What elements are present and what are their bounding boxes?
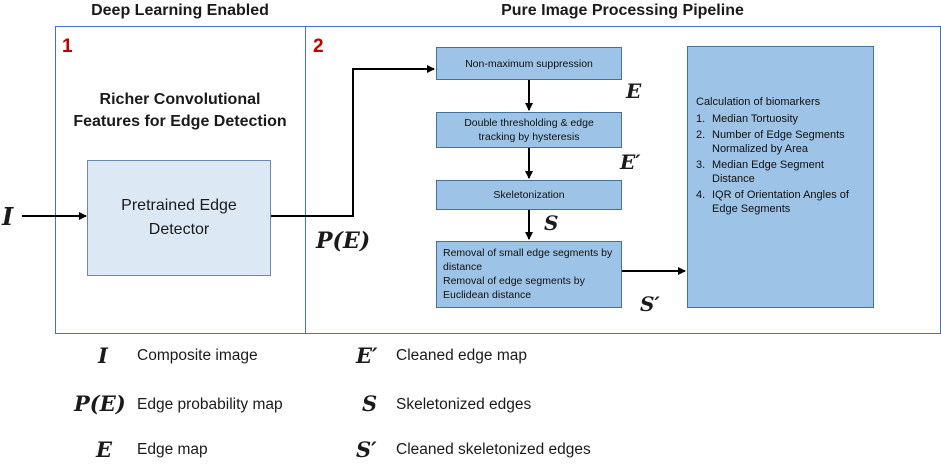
legend-symbol: S	[362, 391, 378, 416]
symbol-cleaned-skeleton-label: S′	[640, 292, 660, 316]
step-skeletonization: Skeletonization	[436, 180, 622, 210]
step-3-label: Skeletonization	[493, 189, 565, 201]
legend-text: Edge probability map	[137, 396, 283, 413]
symbol-skeleton-label: S	[544, 211, 559, 235]
step-4-label-line-1: Removal of small edge segments by distan…	[443, 247, 613, 273]
legend-symbol: P(E)	[74, 391, 126, 416]
step-2-label: Double thresholding & edge tracking by h…	[464, 117, 594, 143]
rcf-title: Richer Convolutional Features for Edge D…	[60, 89, 300, 133]
legend-symbol: E	[96, 437, 113, 462]
pipeline-title: Pure Image Processing Pipeline	[501, 2, 744, 19]
legend-text: Edge map	[137, 441, 208, 458]
pretrained-edge-detector-box: Pretrained Edge Detector	[87, 160, 271, 276]
symbol-input-label: I	[2, 202, 14, 231]
legend-symbol: I	[98, 343, 108, 368]
rcf-title-line-1: Richer Convolutional	[99, 91, 261, 108]
step-4-label-line-2: Removal of edge segments by Euclidean di…	[443, 275, 585, 301]
legend-text: Cleaned edge map	[396, 347, 527, 364]
step-1-label: Non-maximum suppression	[465, 57, 593, 70]
biomarker-item: 3.Median Edge Segment Distance	[696, 159, 824, 185]
deep-learning-title: Deep Learning Enabled	[91, 2, 269, 19]
panel-2-number: 2	[313, 36, 324, 57]
biomarkers-box: Calculation of biomarkers 1.Median Tortu…	[687, 46, 874, 308]
biomarkers-title: Calculation of biomarkers	[696, 96, 821, 108]
legend-text: Cleaned skeletonized edges	[396, 441, 591, 458]
step-removal-of-edge-segments: Removal of small edge segments by distan…	[436, 241, 622, 308]
pretrained-edge-detector-label: Pretrained Edge Detector	[121, 197, 237, 238]
panel-1-number: 1	[62, 36, 73, 57]
symbol-edge-map-label: E	[626, 79, 642, 103]
legend-text: Skeletonized edges	[396, 396, 532, 413]
rcf-title-line-2: Features for Edge Detection	[73, 113, 287, 130]
legend-symbol: S′	[356, 437, 377, 462]
biomarker-item: 2.Number of Edge Segments Normalized by …	[696, 129, 845, 155]
legend-text: Composite image	[137, 347, 258, 364]
step-non-maximum-suppression: Non-maximum suppression	[436, 47, 622, 80]
biomarkers-list: 1.Median Tortuosity 2.Number of Edge Seg…	[696, 112, 865, 216]
biomarker-item: 1.Median Tortuosity	[696, 113, 799, 125]
symbol-prob-map-label: P(E)	[316, 228, 371, 254]
step-double-thresholding: Double thresholding & edge tracking by h…	[436, 112, 622, 148]
symbol-cleaned-map-label: E′	[620, 150, 641, 174]
legend-symbol: E′	[356, 343, 378, 368]
biomarker-item: 4.IQR of Orientation Angles of Edge Segm…	[696, 189, 849, 215]
arrow-detector-to-nms	[271, 65, 435, 217]
